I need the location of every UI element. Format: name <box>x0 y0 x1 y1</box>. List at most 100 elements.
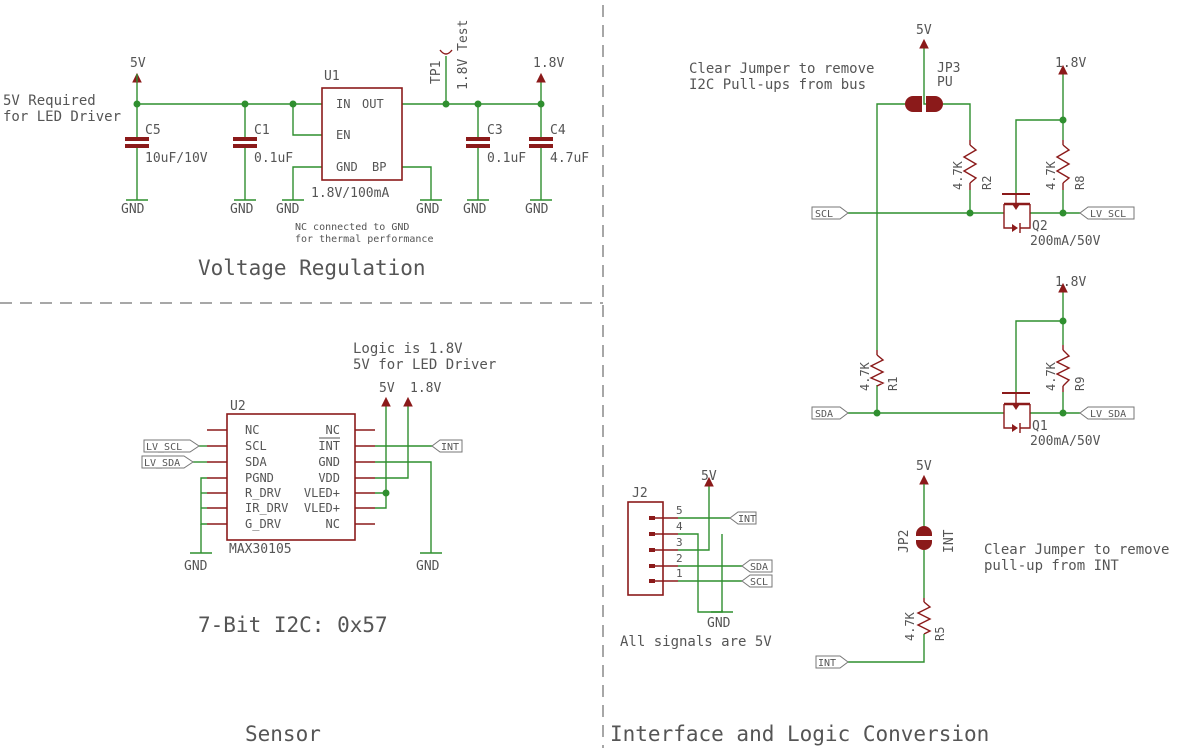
u1-pin-out: OUT <box>362 97 384 111</box>
c5-ref: C5 <box>145 123 161 138</box>
level-shifter-circuit <box>627 38 1135 669</box>
sensor-circuit <box>141 396 463 554</box>
flag-lv-scl: LV_SCL <box>1090 209 1126 220</box>
u1-pin-in: IN <box>336 97 350 111</box>
u2-pin-nc-left: NC <box>245 423 259 437</box>
flag-lv-sda-sensor: LV_SDA <box>144 458 180 469</box>
u1-ref: U1 <box>324 69 340 84</box>
j2-pin-4: 4 <box>676 520 683 533</box>
r8-value: 4.7K <box>1044 160 1058 190</box>
jp3-ref: JP3 <box>937 61 960 76</box>
signals-note: All signals are 5V <box>620 634 772 650</box>
r1-ref: R1 <box>886 377 900 391</box>
sensor-title: Sensor <box>245 722 321 746</box>
u2-pin-pgnd: PGND <box>245 471 274 485</box>
flag-scl-j2: SCL <box>750 577 768 588</box>
jp2-note-line2: pull-up from INT <box>984 558 1119 574</box>
power-label-1v8: 1.8V <box>533 56 564 71</box>
jp2-value: INT <box>942 529 957 553</box>
u2-pin-int: INT <box>318 439 340 453</box>
jp2-ref: JP2 <box>897 530 912 553</box>
r9-value: 4.7K <box>1044 361 1058 391</box>
u2-pin-gnd: GND <box>318 455 340 469</box>
voltage-regulation-title: Voltage Regulation <box>198 256 426 280</box>
jp2-note-line1: Clear Jumper to remove <box>984 542 1169 558</box>
interface-power-5v-top: 5V <box>916 23 932 38</box>
c1-ref: C1 <box>254 123 270 138</box>
j2-power-5v: 5V <box>701 469 717 484</box>
interface-power-1v8-mid: 1.8V <box>1055 275 1086 290</box>
r1-value: 4.7K <box>858 361 872 391</box>
nc-note-line1: NC connected to GND <box>295 222 409 233</box>
power-label-5v: 5V <box>130 56 146 71</box>
gnd-label-u1-left: GND <box>276 202 300 217</box>
u2-pin-g-drv: G_DRV <box>245 517 281 531</box>
u2-pin-vled-1: VLED+ <box>304 486 340 500</box>
c1-value: 0.1uF <box>254 151 293 166</box>
c5-value: 10uF/10V <box>145 151 208 166</box>
u2-pin-ir-drv: IR_DRV <box>245 501 288 515</box>
u2-pin-vdd: VDD <box>318 471 340 485</box>
jp3-value: PU <box>937 75 953 90</box>
j2-pin-5: 5 <box>676 504 683 517</box>
r8-ref: R8 <box>1073 176 1087 190</box>
logic-note-line1: Logic is 1.8V <box>353 341 463 357</box>
sensor-power-1v8: 1.8V <box>410 381 441 396</box>
sensor-power-5v: 5V <box>379 381 395 396</box>
c4-value: 4.7uF <box>550 151 589 166</box>
gnd-label-c4: GND <box>525 202 549 217</box>
interface-title: Interface and Logic Conversion <box>610 722 989 746</box>
c3-value: 0.1uF <box>487 151 526 166</box>
q2-ref: Q2 <box>1032 219 1048 234</box>
gnd-label-c5: GND <box>121 202 145 217</box>
flag-int-sensor: INT <box>441 442 459 453</box>
u2-pin-sda: SDA <box>245 455 267 469</box>
voltage-regulator-circuit <box>125 49 553 201</box>
jp3-note-line2: I2C Pull-ups from bus <box>689 77 866 93</box>
i2c-address-title: 7-Bit I2C: 0x57 <box>198 613 388 637</box>
led-driver-note-line2: for LED Driver <box>3 109 121 125</box>
u2-pin-scl: SCL <box>245 439 267 453</box>
nc-note-line2: for thermal performance <box>295 234 433 245</box>
flag-sda: SDA <box>815 409 833 420</box>
q1-ref: Q1 <box>1032 419 1048 434</box>
j2-gnd: GND <box>707 616 731 631</box>
flag-lv-sda: LV_SDA <box>1090 409 1126 420</box>
r2-value: 4.7K <box>951 160 965 190</box>
gnd-label-u2-left: GND <box>184 559 208 574</box>
u1-pin-bp: BP <box>372 160 386 174</box>
section-dividers <box>0 5 604 748</box>
u1-pin-gnd: GND <box>336 160 358 174</box>
u2-pin-r-drv: R_DRV <box>245 486 281 500</box>
u2-part: MAX30105 <box>229 542 292 557</box>
tp1-ref: TP1 <box>429 61 444 84</box>
j2-pin-2: 2 <box>676 552 683 565</box>
flag-sda-j2: SDA <box>750 562 768 573</box>
u2-pin-nc-right-2: NC <box>326 517 340 531</box>
j2-ref: J2 <box>632 486 648 501</box>
jp3-note-line1: Clear Jumper to remove <box>689 61 874 77</box>
gnd-label-u1-right: GND <box>416 202 440 217</box>
jp2-interface-power-5v: 5V <box>916 459 932 474</box>
logic-note-line2: 5V for LED Driver <box>353 357 496 373</box>
flag-int-interface: INT <box>818 658 836 669</box>
u2-ref: U2 <box>230 399 246 414</box>
q1-rating: 200mA/50V <box>1030 434 1101 449</box>
flag-int-j2: INT <box>738 514 756 525</box>
r5-value: 4.7K <box>903 611 917 641</box>
u2-pin-nc-right-1: NC <box>326 423 340 437</box>
gnd-label-c3: GND <box>463 202 487 217</box>
q2-rating: 200mA/50V <box>1030 234 1101 249</box>
r9-ref: R9 <box>1073 377 1087 391</box>
gnd-label-c1: GND <box>230 202 254 217</box>
u2-pin-vled-2: VLED+ <box>304 501 340 515</box>
u1-pin-en: EN <box>336 128 350 142</box>
tp1-value: 1.8V Test <box>456 20 471 90</box>
j2-pin-1: 1 <box>676 567 683 580</box>
c3-ref: C3 <box>487 123 503 138</box>
r5-ref: R5 <box>933 627 947 641</box>
flag-lv-scl-sensor: LV_SCL <box>146 442 182 453</box>
c4-ref: C4 <box>550 123 566 138</box>
interface-power-1v8-top: 1.8V <box>1055 56 1086 71</box>
